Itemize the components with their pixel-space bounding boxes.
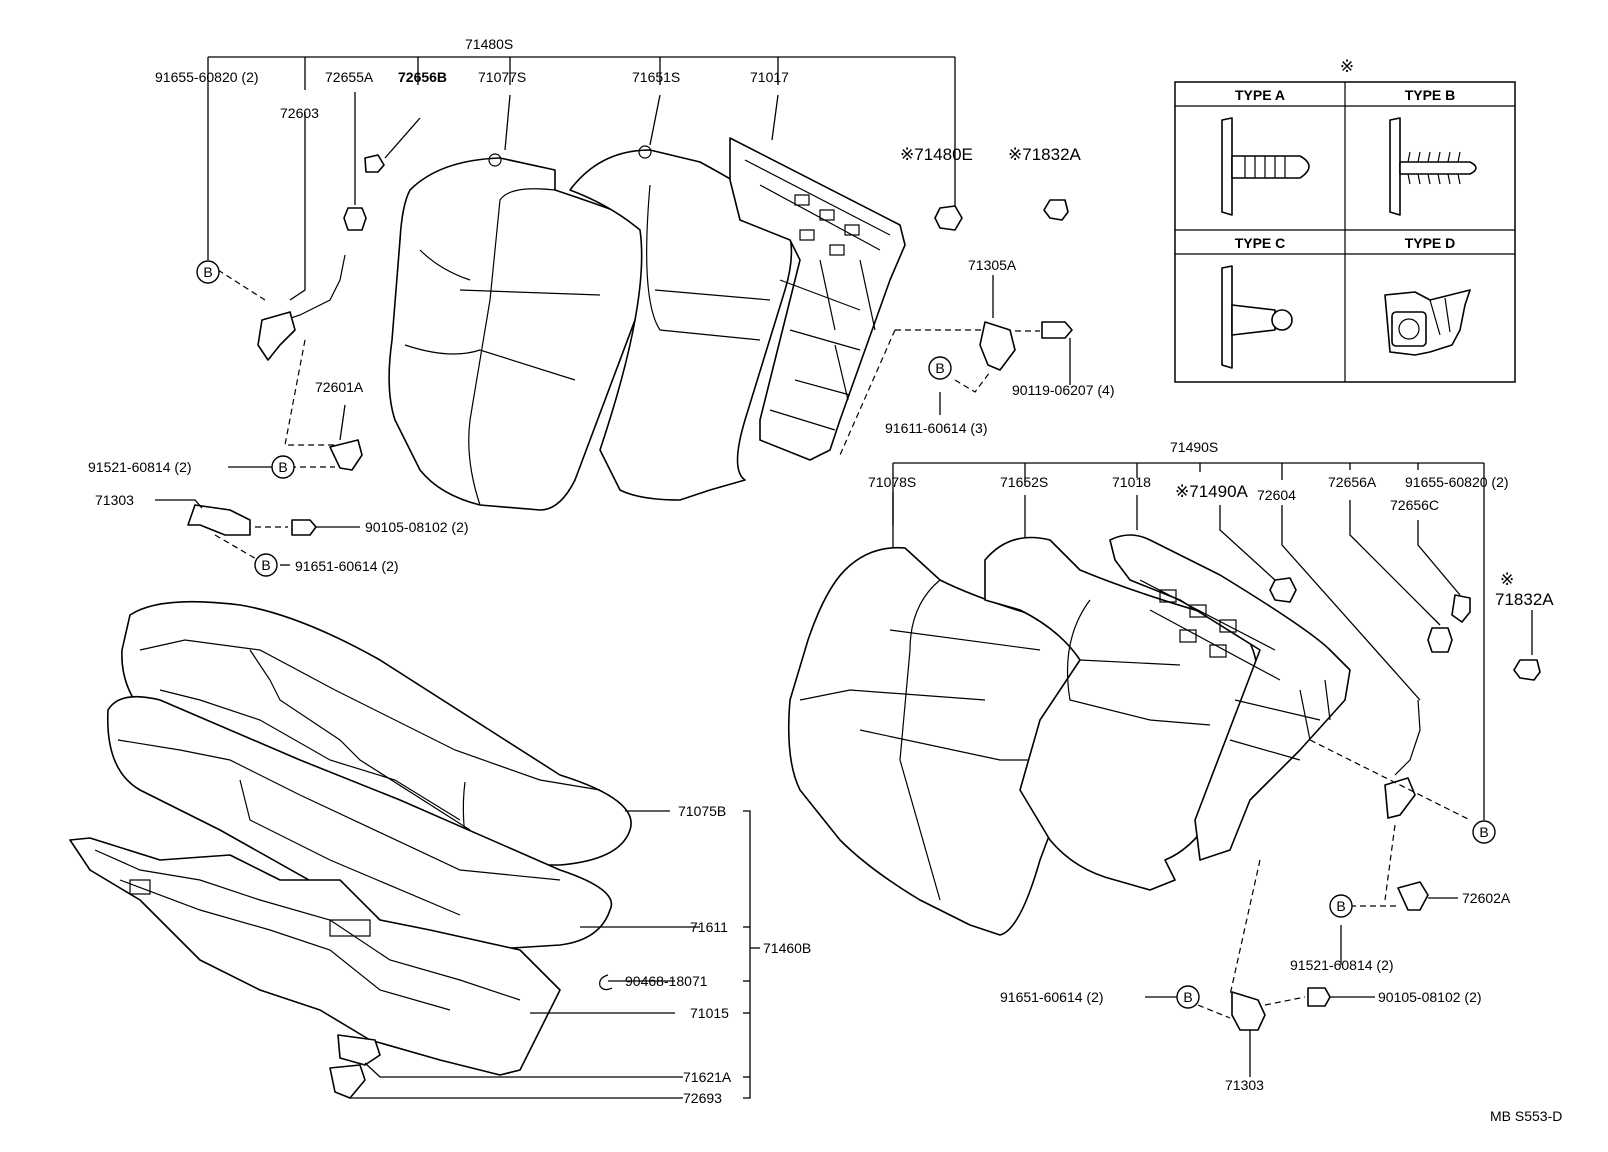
- label-72656c: 72656C: [1390, 497, 1439, 513]
- svg-text:B: B: [1336, 898, 1345, 914]
- type-b-label: TYPE B: [1405, 87, 1456, 103]
- label-91651-right: 91651-60614 (2): [1000, 989, 1104, 1005]
- label-71651s: 71651S: [632, 69, 680, 85]
- label-71621a: 71621A: [683, 1069, 732, 1085]
- lock-bracket-72603: [257, 311, 296, 361]
- type-table-labels: ※ TYPE A TYPE B TYPE C TYPE D: [1235, 57, 1456, 251]
- lock-bracket-72604: [1384, 777, 1416, 819]
- bracket-72693: [329, 1064, 366, 1099]
- label-71015: 71015: [690, 1005, 729, 1021]
- label-71490a: ※71490A: [1175, 482, 1249, 501]
- label-71480s: 71480S: [465, 36, 513, 52]
- clip-72656b: [364, 154, 385, 173]
- fastener-71490a: [1269, 577, 1297, 603]
- hinge-71303-right: [1231, 991, 1266, 1031]
- label-72655a: 72655A: [325, 69, 374, 85]
- seatback-right-assembly: [787, 462, 1541, 1077]
- label-71303-left: 71303: [95, 492, 134, 508]
- hinge-71303-left: [187, 504, 251, 536]
- latch-71305a: [979, 321, 1016, 371]
- type-c-label: TYPE C: [1235, 235, 1286, 251]
- clip-72656a: [1427, 627, 1453, 653]
- label-71832a-top: ※71832A: [1008, 145, 1082, 164]
- label-90119: 90119-06207 (4): [1012, 382, 1114, 398]
- label-72656b: 72656B: [398, 69, 447, 85]
- label-90105-right: 90105-08102 (2): [1378, 989, 1482, 1005]
- label-71018: 71018: [1112, 474, 1151, 490]
- marker-b-5: B: [1472, 820, 1496, 844]
- label-71077s: 71077S: [478, 69, 526, 85]
- fastener-71832a: [1043, 199, 1069, 221]
- label-91611: 91611-60614 (3): [885, 420, 987, 436]
- fastener-71480e: [934, 205, 963, 231]
- seatback-left-assembly: [155, 56, 1073, 566]
- label-91655-60820-right: 91655-60820 (2): [1405, 474, 1509, 490]
- marker-b-2: B: [271, 455, 295, 479]
- clip-72655a: [343, 207, 367, 231]
- label-72604: 72604: [1257, 487, 1296, 503]
- reference-markers: B B B B B B B: [196, 260, 1496, 1009]
- marker-b-7: B: [1176, 985, 1200, 1009]
- label-71652s: 71652S: [1000, 474, 1048, 490]
- bolt-90119: [1041, 321, 1073, 339]
- label-71305a: 71305A: [968, 257, 1017, 273]
- label-91521-left: 91521-60814 (2): [88, 459, 192, 475]
- label-71303-right: 71303: [1225, 1077, 1264, 1093]
- label-72603: 72603: [280, 105, 319, 121]
- label-71480e: ※71480E: [900, 145, 973, 164]
- svg-text:B: B: [1479, 824, 1488, 840]
- marker-b-1: B: [196, 260, 220, 284]
- striker-72601a: [329, 439, 363, 471]
- label-71490s: 71490S: [1170, 439, 1218, 455]
- label-72602a: 72602A: [1462, 890, 1511, 906]
- label-72656a: 72656A: [1328, 474, 1377, 490]
- svg-text:B: B: [278, 459, 287, 475]
- label-90105-left: 90105-08102 (2): [365, 519, 469, 535]
- fastener-type-table: [1174, 81, 1516, 383]
- label-71078s: 71078S: [868, 474, 916, 490]
- svg-text:B: B: [1183, 989, 1192, 1005]
- label-71611: 71611: [690, 919, 728, 935]
- marker-b-4: B: [928, 356, 952, 380]
- marker-b-3: B: [254, 553, 278, 577]
- label-91651-left: 91651-60614 (2): [295, 558, 399, 574]
- clip-72656c: [1451, 594, 1471, 623]
- label-72601a: 72601A: [315, 379, 364, 395]
- svg-text:B: B: [261, 557, 270, 573]
- svg-text:B: B: [935, 360, 944, 376]
- label-91655-60820-left: 91655-60820 (2): [155, 69, 259, 85]
- type-d-label: TYPE D: [1405, 235, 1456, 251]
- seat-cushion-assembly: [69, 600, 760, 1099]
- bracket-71621a: [337, 1034, 381, 1066]
- label-71075b: 71075B: [678, 803, 726, 819]
- label-91521-right: 91521-60814 (2): [1290, 957, 1394, 973]
- bolt-90105-right: [1307, 987, 1331, 1007]
- label-71017: 71017: [750, 69, 789, 85]
- type-table-mark: ※: [1340, 57, 1354, 76]
- label-71832a-mark: ※: [1500, 570, 1514, 589]
- label-71832a-right: 71832A: [1495, 590, 1554, 609]
- label-72693: 72693: [683, 1090, 722, 1106]
- footer-code: MB S553-D: [1490, 1108, 1562, 1124]
- callout-labels: 71480S 91655-60820 (2) 72655A 72656B 710…: [88, 36, 1554, 1106]
- bolt-90105-left: [291, 519, 317, 536]
- fastener-71832a-right: [1513, 659, 1541, 681]
- marker-b-6: B: [1329, 894, 1353, 918]
- striker-72602a: [1397, 881, 1429, 911]
- type-a-label: TYPE A: [1235, 87, 1285, 103]
- label-71460b: 71460B: [763, 940, 811, 956]
- label-90468: 90468-18071: [625, 973, 708, 989]
- svg-text:B: B: [203, 264, 212, 280]
